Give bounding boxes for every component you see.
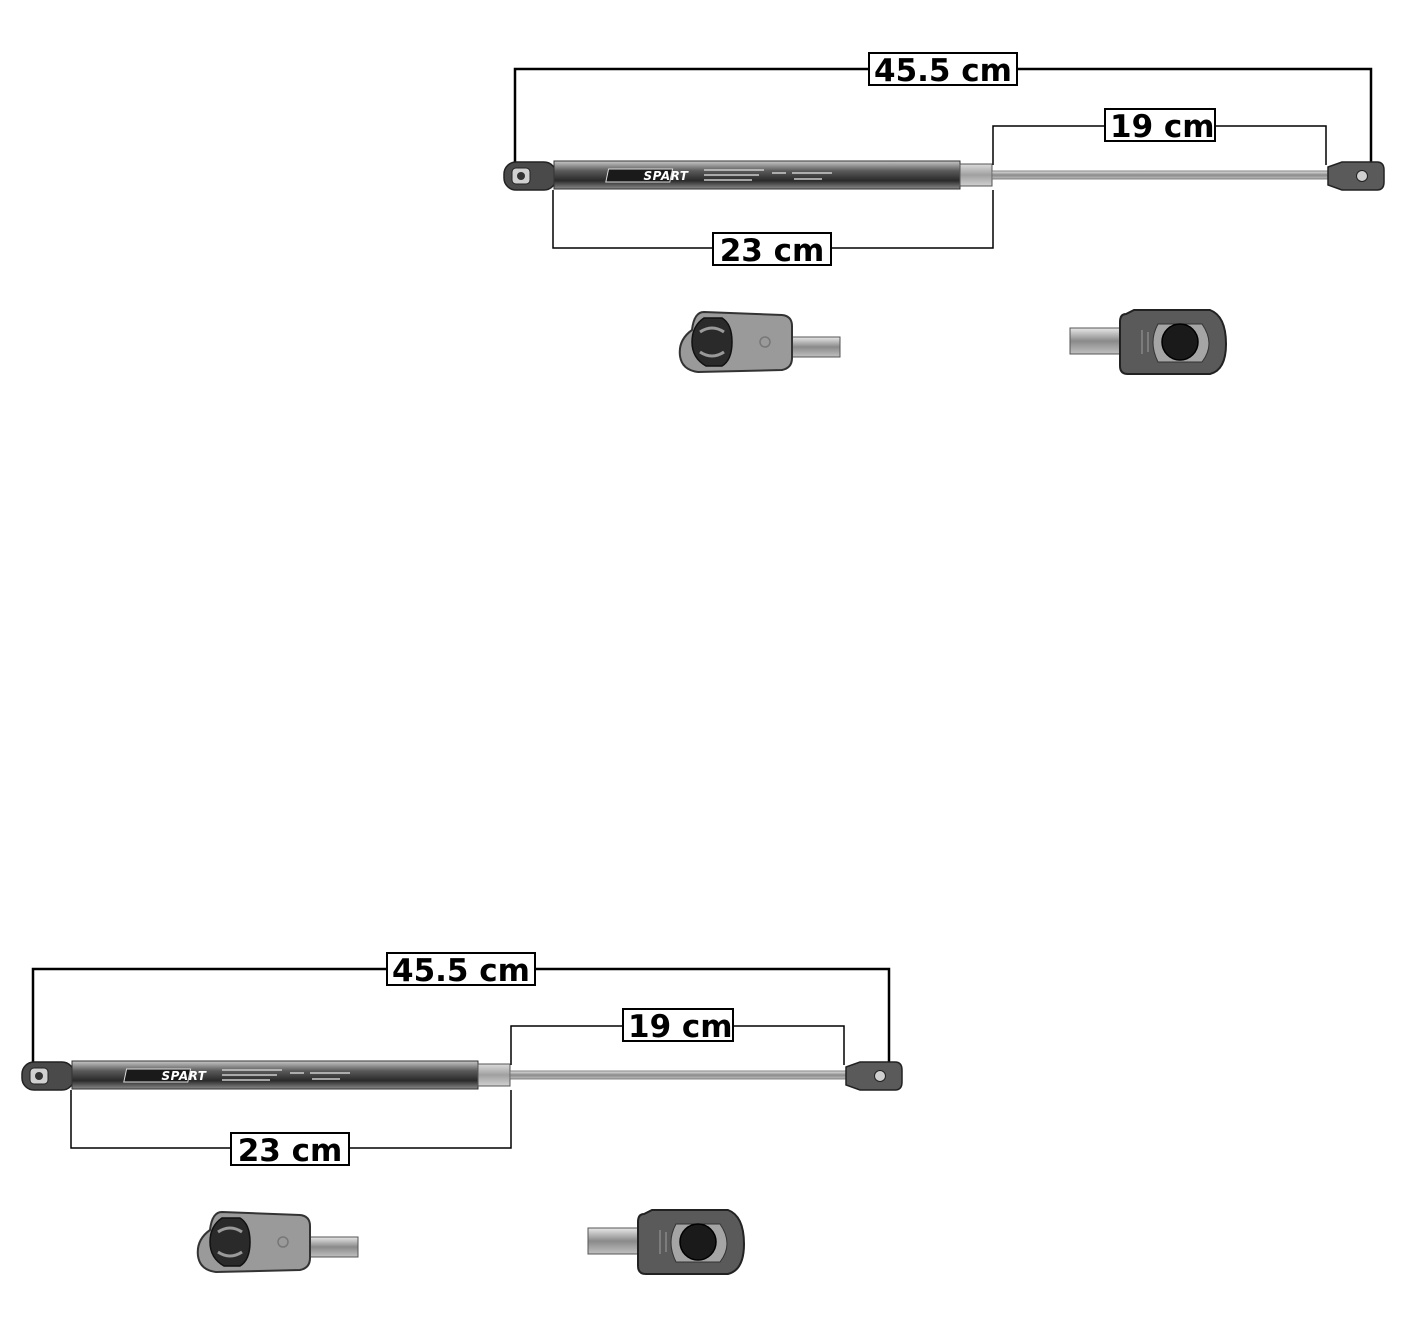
gas-spring-diagram-top: SPART 45.5 cm 19 cm 23 cm: [482, 40, 1385, 380]
piston-rod: [991, 170, 1329, 180]
brand-badge: SPART: [605, 168, 688, 183]
brand-name: SPART: [161, 1069, 206, 1083]
body-length-label: 23 cm: [712, 232, 832, 268]
total-length-label: 45.5 cm: [868, 52, 1018, 88]
cylinder-body: SPART: [71, 1060, 511, 1090]
brand-name: SPART: [643, 169, 688, 183]
total-length-dimension-line: [31, 967, 891, 1070]
body-length-dimension-line: [552, 190, 994, 249]
left-end-fitting: [503, 161, 557, 191]
left-end-fitting: [21, 1061, 75, 1091]
right-end-fitting: [1327, 161, 1385, 191]
body-length-label: 23 cm: [230, 1132, 350, 1168]
right-end-fitting: [845, 1061, 903, 1091]
right-socket-detail: [1069, 309, 1228, 375]
rod-length-dimension-line: [992, 125, 1327, 165]
gas-spring-drawing: SPART: [21, 967, 903, 1275]
total-length-dimension-line: [513, 67, 1373, 170]
brand-badge: SPART: [123, 1068, 206, 1083]
rod-length-label: 19 cm: [622, 1008, 734, 1044]
left-socket-detail: [678, 310, 841, 374]
rod-length-label: 19 cm: [1104, 108, 1216, 144]
right-socket-detail: [587, 1209, 746, 1275]
left-socket-detail: [196, 1210, 359, 1274]
gas-spring-drawing: SPART: [503, 67, 1385, 375]
cylinder-body: SPART: [553, 160, 993, 190]
total-length-label: 45.5 cm: [386, 952, 536, 988]
rod-length-dimension-line: [510, 1025, 845, 1065]
body-length-dimension-line: [70, 1090, 512, 1149]
gas-spring-diagram-bottom: SPART 45.5 cm 19 cm 23 cm: [0, 940, 903, 1280]
piston-rod: [509, 1070, 847, 1080]
